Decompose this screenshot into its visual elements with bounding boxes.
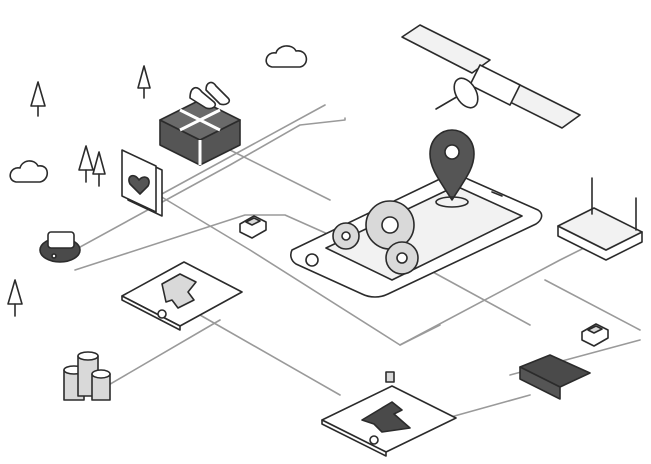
tree-icon (79, 146, 93, 182)
tree-icon (138, 66, 150, 98)
wristwatch-icon (40, 232, 80, 262)
tablet-dress-icon (322, 372, 456, 456)
cloud-icon (266, 46, 306, 67)
coins-icon (64, 352, 110, 400)
tablet-tshirt-icon (122, 262, 242, 330)
heart-card-icon (122, 150, 162, 216)
car-icon (582, 324, 608, 346)
smartphone-icon (291, 176, 542, 297)
tree-icon (8, 280, 22, 316)
tree-icon (31, 82, 45, 116)
router-icon (558, 178, 642, 260)
gift-box-shoes-icon (160, 83, 240, 165)
wallet-icon (520, 355, 590, 399)
car-icon (240, 216, 266, 238)
tree-icon (93, 152, 105, 186)
satellite-icon (402, 25, 580, 128)
cloud-icon (10, 161, 47, 182)
